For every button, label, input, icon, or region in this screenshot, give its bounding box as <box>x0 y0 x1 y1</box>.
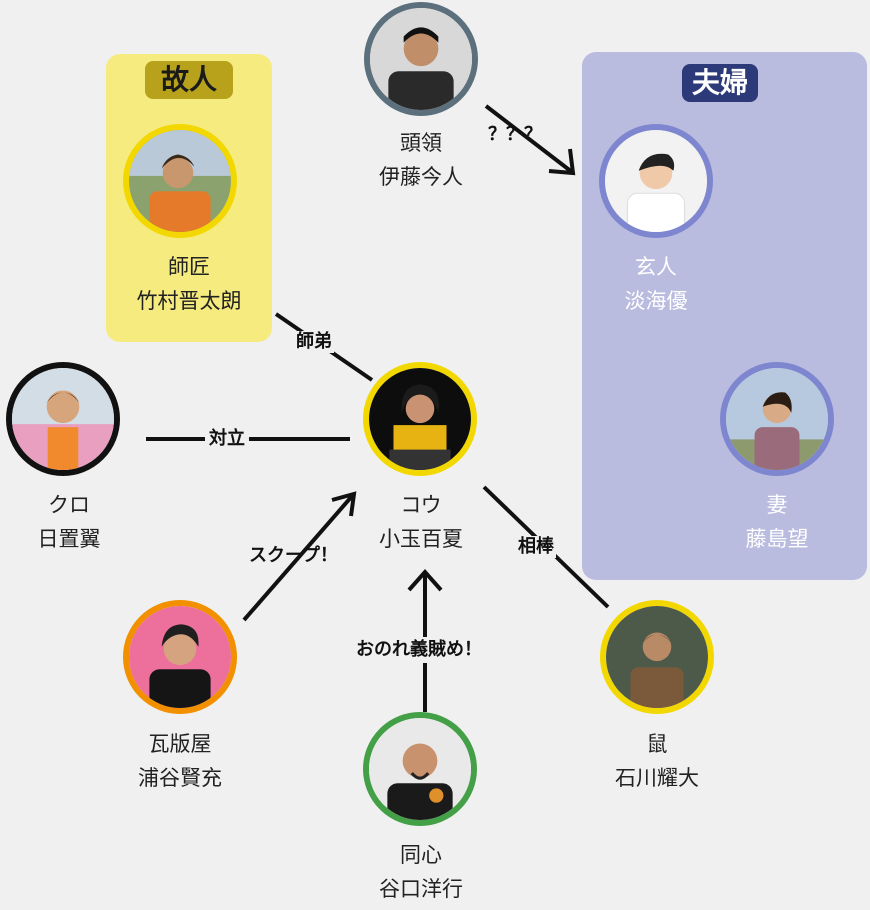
person-doshin: 同心 谷口洋行 <box>331 838 511 906</box>
avatar-master <box>123 124 237 238</box>
person-leader: 頭領 伊藤今人 <box>331 126 511 194</box>
relation-label-master-kou: 師弟 <box>294 331 334 353</box>
avatar-nezumi <box>600 600 714 714</box>
arrowhead-genjin <box>548 148 576 176</box>
relation-label-kawaraban-kou: スクープ！ <box>249 545 338 566</box>
relation-label-nezumi-kou: 相棒 <box>516 536 556 558</box>
relation-label-kuro-kou: 対立 <box>205 428 249 450</box>
group-label-couple: 夫婦 <box>682 64 758 102</box>
actor-name: 伊藤今人 <box>379 165 463 189</box>
actor-name: 石川耀大 <box>615 766 699 790</box>
edge-kawaraban-kou <box>242 493 355 622</box>
role-name: クロ <box>48 493 90 517</box>
edge-leader-genjin <box>484 104 574 174</box>
role-name: 玄人 <box>635 255 677 279</box>
actor-name: 藤島望 <box>745 527 809 551</box>
avatar-wife <box>720 362 834 476</box>
actor-name: 小玉百夏 <box>379 527 463 551</box>
avatar-genjin <box>599 124 713 238</box>
actor-name: 谷口洋行 <box>379 877 463 901</box>
relation-label-leader-genjin: ？？？ <box>488 124 542 145</box>
person-genjin: 玄人 淡海優 <box>566 250 746 318</box>
avatar-doshin <box>363 712 477 826</box>
role-name: 鼠 <box>646 732 668 756</box>
role-name: 妻 <box>766 493 788 517</box>
person-nezumi: 鼠 石川耀大 <box>567 727 747 795</box>
role-name: 同心 <box>400 843 442 867</box>
arrowhead-kou-bottom <box>407 568 443 592</box>
role-name: 瓦版屋 <box>148 732 212 756</box>
actor-name: 浦谷賢充 <box>138 766 222 790</box>
person-kou: コウ 小玉百夏 <box>331 488 511 556</box>
avatar-kou <box>363 362 477 476</box>
actor-name: 日置翼 <box>37 527 101 551</box>
person-kuro: クロ 日置翼 <box>0 488 159 556</box>
role-name: 師匠 <box>168 255 210 279</box>
person-wife: 妻 藤島望 <box>687 488 867 556</box>
role-name: コウ <box>400 493 442 517</box>
avatar-kawaraban <box>123 600 237 714</box>
group-label-deceased: 故人 <box>145 61 233 99</box>
avatar-kuro <box>6 362 120 476</box>
actor-name: 竹村晋太朗 <box>136 289 242 313</box>
relation-label-doshin-kou: おのれ義賊め！ <box>354 637 484 663</box>
actor-name: 淡海優 <box>624 289 688 313</box>
avatar-leader <box>364 2 478 116</box>
person-kawaraban: 瓦版屋 浦谷賢充 <box>90 727 270 795</box>
arrowhead-kou-left <box>331 491 357 517</box>
person-master: 師匠 竹村晋太朗 <box>99 250 279 318</box>
role-name: 頭領 <box>400 131 442 155</box>
